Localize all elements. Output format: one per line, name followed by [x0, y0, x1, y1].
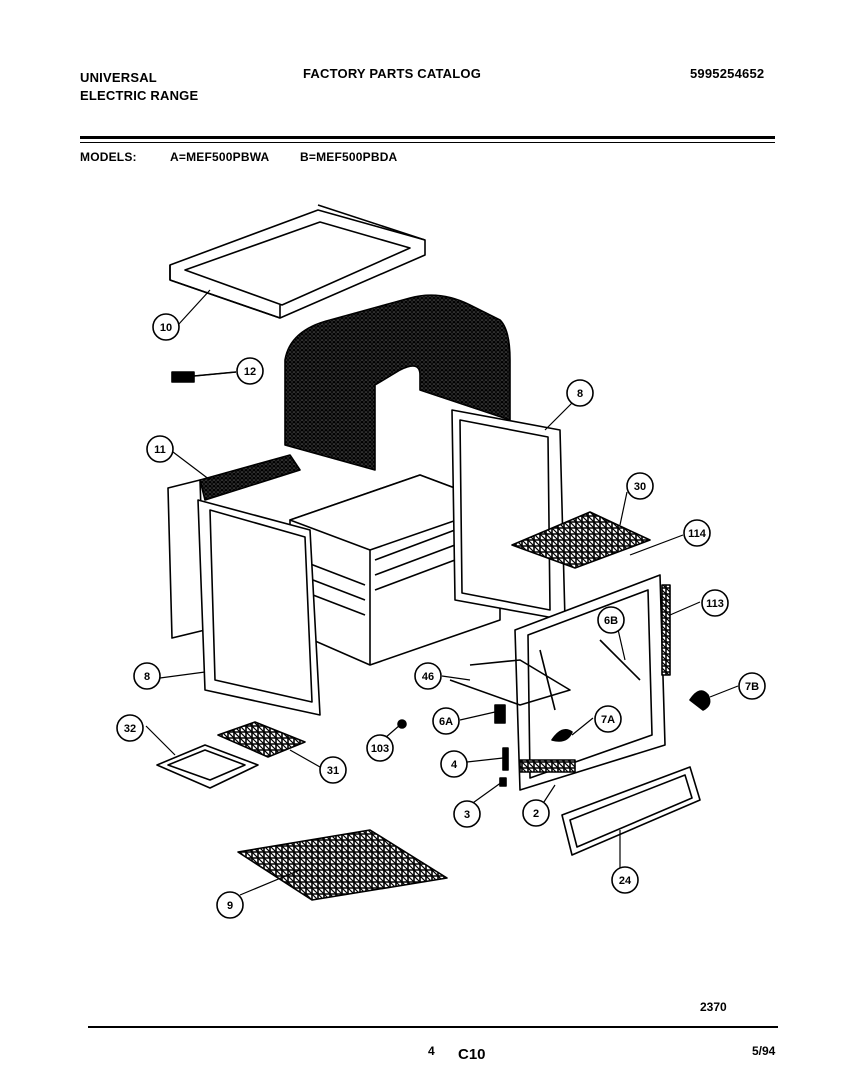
brand-line-1: UNIVERSAL — [80, 70, 157, 85]
callout-30: 30 — [634, 481, 646, 493]
callout-3: 3 — [464, 809, 470, 821]
section-code: C10 — [458, 1046, 486, 1063]
drip-pan-part — [156, 744, 259, 789]
callout-4: 4 — [451, 759, 458, 771]
side-panel-part — [167, 454, 301, 639]
catalog-date: 5/94 — [752, 1044, 776, 1058]
callout-24: 24 — [619, 875, 632, 887]
kick-panel-part — [561, 766, 701, 856]
callout-11: 11 — [154, 444, 166, 456]
callout-10: 10 — [160, 322, 172, 334]
model-b: B=MEF500PBDA — [300, 150, 398, 164]
front-side-panel-part — [197, 499, 321, 716]
trim-strip-part — [661, 584, 671, 676]
page-number: 4 — [428, 1044, 435, 1058]
small-hardware-parts — [397, 704, 509, 787]
callout-113: 113 — [706, 598, 724, 610]
callout-8-front: 8 — [144, 671, 150, 683]
callout-8-rear: 8 — [577, 388, 583, 400]
callout-31: 31 — [327, 765, 339, 777]
cooktop-panel-part — [169, 204, 426, 319]
insulation-blanket-part — [284, 294, 511, 471]
callout-6a: 6A — [439, 716, 453, 728]
callout-114: 114 — [688, 528, 707, 540]
handle-bracket-part — [551, 729, 573, 742]
callout-12: 12 — [244, 366, 256, 378]
oven-cavity-part — [289, 474, 501, 666]
diagram-code: 2370 — [700, 1000, 727, 1014]
header-rule-thin — [80, 142, 775, 143]
catalog-title: FACTORY PARTS CATALOG — [303, 66, 482, 81]
catalog-number: 5995254652 — [690, 66, 765, 81]
callout-32: 32 — [124, 723, 136, 735]
door-frame-part — [514, 574, 666, 791]
brand-line-2: ELECTRIC RANGE — [80, 88, 199, 103]
element-part — [449, 659, 571, 706]
oven-rack-part — [237, 829, 448, 901]
callout-46: 46 — [422, 671, 434, 683]
header-rule-thick — [80, 136, 775, 139]
leader-lines — [145, 289, 739, 896]
model-a: A=MEF500PBWA — [170, 150, 270, 164]
callout-103: 103 — [371, 743, 389, 755]
broiler-grid-part — [217, 721, 306, 758]
callout-7b: 7B — [745, 681, 759, 693]
callout-9: 9 — [227, 900, 233, 912]
footer-rule — [88, 1026, 778, 1028]
hinge-part — [689, 690, 711, 711]
models-label: MODELS: — [80, 150, 137, 164]
rack-small-part — [511, 511, 651, 569]
callout-2: 2 — [533, 808, 539, 820]
callout-6b: 6B — [604, 615, 618, 627]
callout-bubbles — [116, 313, 766, 919]
callout-7a: 7A — [601, 714, 615, 726]
